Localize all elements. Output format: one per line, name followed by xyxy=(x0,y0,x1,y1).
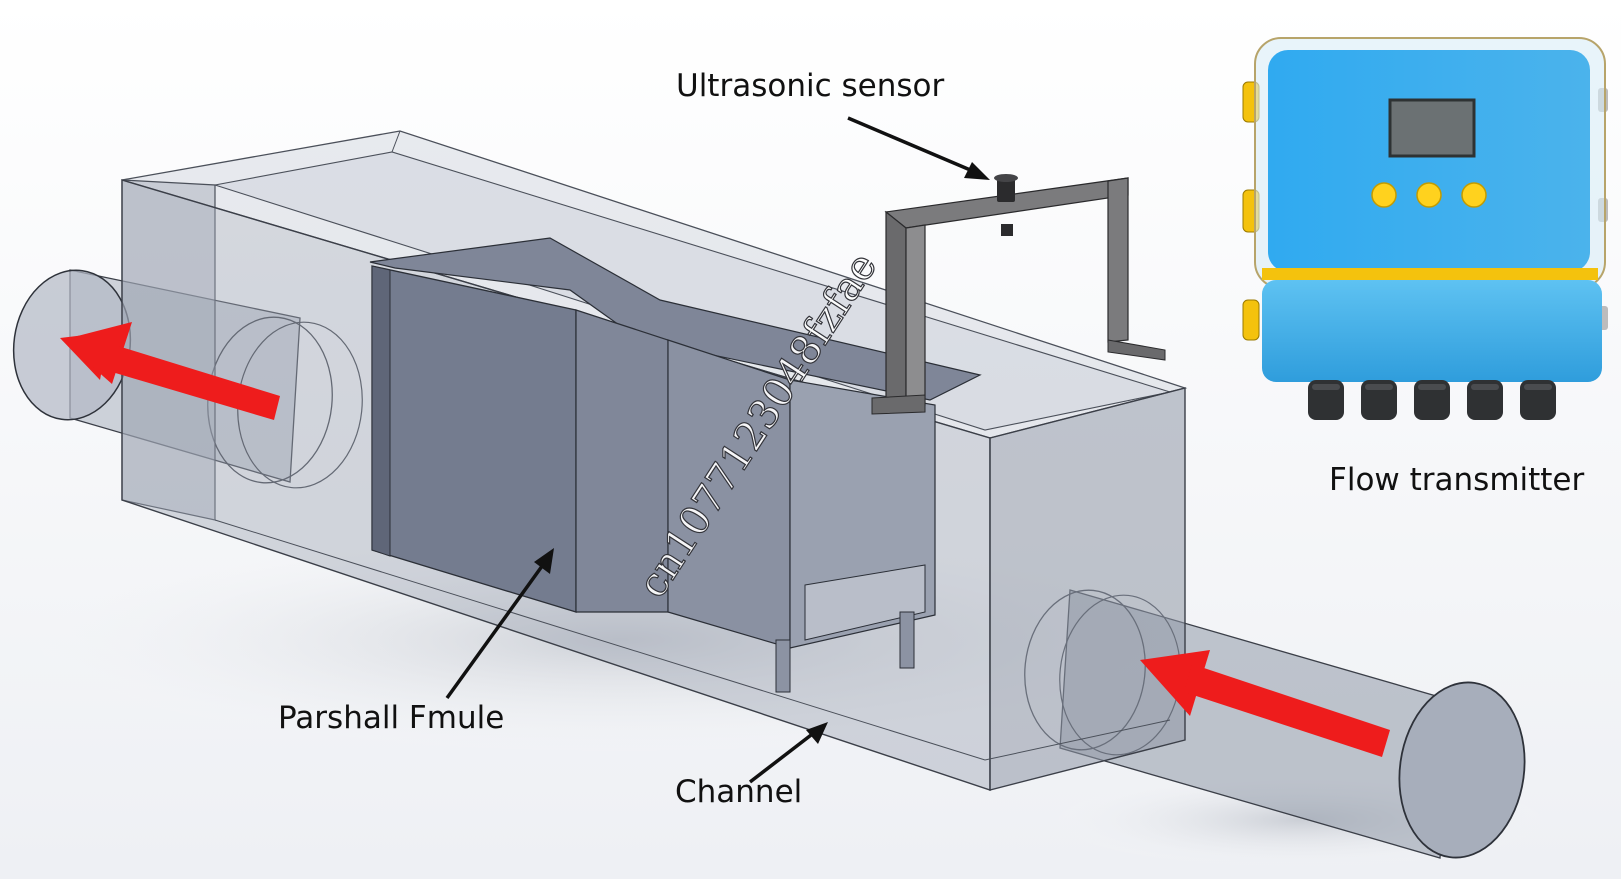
flow-transmitter-label: Flow transmitter xyxy=(1329,462,1585,498)
parshall-flume xyxy=(369,237,982,693)
inlet-flow-arrow-icon xyxy=(1140,650,1390,757)
parshall-flume-label: Parshall Fmule xyxy=(278,700,505,736)
ultrasonic-sensor-label: Ultrasonic sensor xyxy=(676,68,945,104)
ultrasonic-sensor-icon xyxy=(994,174,1018,236)
flume-pointer-arrow xyxy=(445,548,554,700)
channel-pointer-arrow xyxy=(748,722,828,784)
flow-transmitter xyxy=(1242,37,1608,420)
sensor-pointer-arrow xyxy=(847,116,990,180)
sensor-bracket xyxy=(871,177,1166,415)
channel-label: Channel xyxy=(675,774,803,810)
outlet-flow-arrow-icon xyxy=(60,322,280,420)
